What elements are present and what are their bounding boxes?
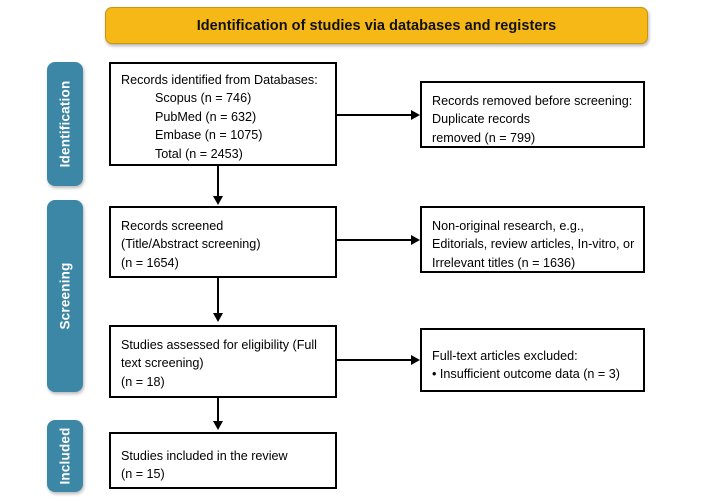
- stage-label-screening: Screening: [57, 262, 73, 330]
- arrow-right-icon-identified-to-removed: [411, 110, 420, 120]
- box-full-text-excluded-line-2: • Insufficient outcome data (n = 3): [432, 367, 620, 382]
- box-records-screened-line-1: Records screened: [121, 219, 224, 233]
- box-full-text-excluded-line-1: Full-text articles excluded:: [432, 349, 578, 363]
- connector-screened-to-nonoriginal-line: [337, 239, 413, 241]
- box-records-identified-line-3: PubMed (n = 632): [155, 109, 257, 124]
- diagram-header-title: Identification of studies via databases …: [196, 17, 557, 34]
- box-non-original-research-line-3: Irrelevant titles (n = 1636): [432, 255, 576, 270]
- stage-label-identification: Identification: [57, 80, 73, 168]
- arrow-right-icon-screened-to-nonoriginal: [411, 235, 420, 245]
- arrow-down-icon-eligibility-to-included: [213, 421, 223, 430]
- box-records-identified-line-4: Embase (n = 1075): [155, 128, 263, 143]
- box-full-text-excluded: Full-text articles excluded: • Insuffici…: [420, 328, 645, 392]
- box-studies-assessed-eligibility-line-2: text screening): [121, 356, 204, 371]
- connector-identified-to-removed-line: [337, 114, 413, 116]
- arrow-down-icon-screened-to-eligibility: [213, 313, 223, 322]
- connector-eligibility-to-excluded-line: [337, 359, 413, 361]
- box-studies-assessed-eligibility-line-1: Studies assessed for eligibility (Full: [121, 338, 317, 352]
- box-studies-included-line-2: (n = 15): [121, 467, 165, 482]
- box-non-original-research: Non-original research, e.g., Editorials,…: [420, 206, 645, 273]
- box-studies-included-line-1: Studies included in the review: [121, 449, 288, 463]
- box-records-screened-line-3: (n = 1654): [121, 255, 179, 270]
- box-records-screened: Records screened (Title/Abstract screeni…: [109, 206, 337, 278]
- connector-screened-to-eligibility-line: [217, 278, 219, 315]
- box-records-identified-line-2: Scopus (n = 746): [155, 91, 252, 106]
- box-records-removed-line-1: Records removed before screening:: [432, 94, 633, 108]
- diagram-header-banner: Identification of studies via databases …: [105, 7, 648, 44]
- box-records-screened-line-2: (Title/Abstract screening): [121, 237, 261, 252]
- box-non-original-research-line-1: Non-original research, e.g.,: [432, 219, 584, 233]
- box-records-identified-line-1: Records identified from Databases:: [121, 73, 318, 87]
- box-studies-included: Studies included in the review (n = 15): [109, 432, 337, 489]
- arrow-right-icon-eligibility-to-excluded: [411, 355, 420, 365]
- connector-eligibility-to-included-line: [217, 398, 219, 423]
- connector-identified-to-screened-line: [217, 166, 219, 198]
- stage-label-included: Included: [57, 427, 73, 485]
- box-records-removed-line-2: Duplicate records: [432, 112, 530, 127]
- box-non-original-research-line-2: Editorials, review articles, In-vitro, o…: [432, 237, 635, 252]
- arrow-down-icon-identified-to-screened: [213, 196, 223, 205]
- box-records-removed-line-3: removed (n = 799): [432, 130, 536, 145]
- box-records-removed: Records removed before screening: Duplic…: [420, 81, 645, 148]
- stage-bar-screening: Screening: [47, 200, 83, 392]
- stage-bar-identification: Identification: [47, 62, 83, 186]
- stage-bar-included: Included: [47, 420, 83, 492]
- box-records-identified-line-5: Total (n = 2453): [155, 146, 243, 161]
- box-records-identified: Records identified from Databases: Scopu…: [109, 62, 337, 166]
- box-studies-assessed-eligibility-line-3: (n = 18): [121, 374, 165, 389]
- box-studies-assessed-eligibility: Studies assessed for eligibility (Full t…: [109, 325, 337, 398]
